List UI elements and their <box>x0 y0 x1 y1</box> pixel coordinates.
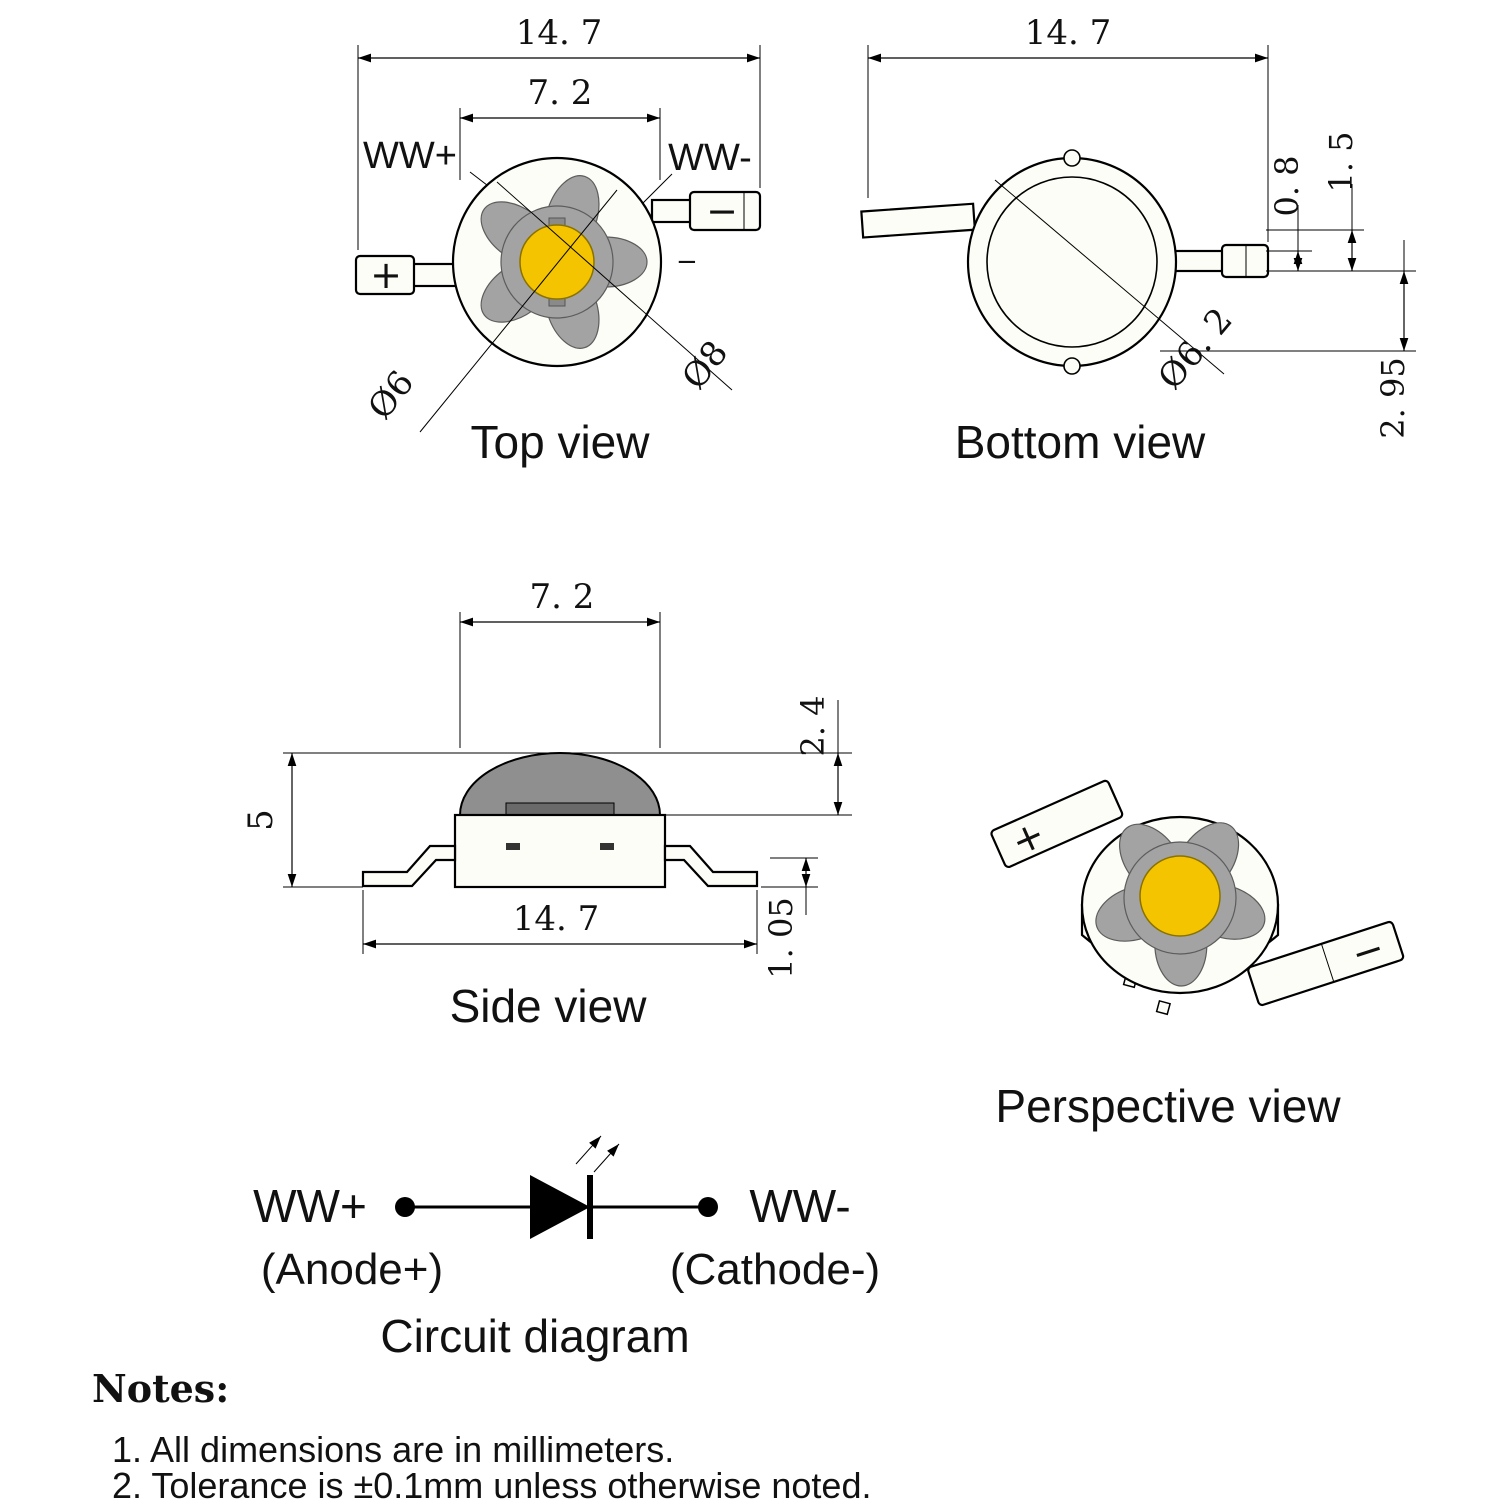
side-phosphor-strip <box>505 802 615 816</box>
perspective-cathode-lead: − <box>1247 920 1405 1007</box>
top-plus-mark: + <box>370 253 402 297</box>
top-cathode-label: WW- <box>668 137 752 179</box>
circuit-anode-terminal <box>395 1197 415 1217</box>
circuit-anode-label: WW+ <box>253 1180 367 1232</box>
top-cathode-lead: − <box>650 189 762 233</box>
circuit-cathode-sublabel: (Cathode-) <box>670 1245 880 1294</box>
bottom-lead-offset-dim: 1. 5 <box>1322 131 1360 192</box>
top-inner-width-dim: 7. 2 <box>528 73 593 113</box>
notes-heading: Notes: <box>92 1366 229 1411</box>
bottom-index-hole-top <box>1063 149 1081 167</box>
circuit-anode-sublabel: (Anode+) <box>261 1245 443 1294</box>
perspective-led-die <box>1139 855 1221 937</box>
perspective-view-title: Perspective view <box>995 1080 1341 1132</box>
circuit-cathode-label: WW- <box>749 1180 850 1232</box>
side-lead-standoff-dim: 1. 05 <box>762 897 800 978</box>
top-overall-width-dim: 14. 7 <box>516 13 603 53</box>
side-dome-width-dim: 7. 2 <box>530 577 595 617</box>
side-dome-height-dim: 2. 4 <box>794 695 832 756</box>
circuit-light-arrow-1 <box>575 1135 602 1165</box>
side-lead-right <box>663 844 759 888</box>
side-lead-left <box>361 844 457 888</box>
side-view-title: Side view <box>450 980 648 1032</box>
bottom-thermal-slug <box>986 176 1158 348</box>
bottom-index-hole-bottom <box>1063 357 1081 375</box>
top-view: 14. 7 7. 2 WW+ WW- + − <box>354 13 762 468</box>
circuit-diode-triangle <box>530 1175 590 1239</box>
bottom-anode-lead <box>860 202 977 239</box>
top-anode-label: WW+ <box>363 135 457 177</box>
perspective-vent-2 <box>1155 999 1172 1016</box>
bottom-view: 14. 7 Ø6. 2 0. 8 1. 5 2. 95 Bottom vi <box>860 13 1416 468</box>
bottom-view-title: Bottom view <box>955 416 1206 468</box>
circuit-diagram: WW+ WW- (Anode+) (Cathode-) Circuit diag… <box>253 1135 880 1362</box>
circuit-cathode-terminal <box>698 1197 718 1217</box>
bottom-lead-thickness-dim: 0. 8 <box>1268 155 1306 216</box>
side-height-dim: 5 <box>241 809 281 831</box>
side-body <box>453 813 667 889</box>
top-minus-mark: − <box>706 189 738 233</box>
circuit-light-arrow-2 <box>593 1143 620 1173</box>
note-item-2: 2. Tolerance is ±0.1mm unless otherwise … <box>112 1465 871 1500</box>
top-view-title: Top view <box>471 416 651 468</box>
side-view: 7. 2 5 14. 7 2. 4 1. 05 Side view <box>241 577 852 1032</box>
perspective-anode-lead: + <box>990 779 1124 869</box>
top-polarity-mark: − <box>676 247 698 277</box>
top-anode-lead: + <box>354 253 460 297</box>
perspective-view: + − Perspective view <box>990 779 1405 1132</box>
bottom-lead-height-dim: 2. 95 <box>1374 357 1412 438</box>
bottom-overall-width-dim: 14. 7 <box>1025 13 1112 53</box>
notes-section: Notes: 1. All dimensions are in millimet… <box>92 1366 871 1500</box>
note-item-1: 1. All dimensions are in millimeters. <box>112 1429 674 1470</box>
side-lead-section-right <box>600 843 614 850</box>
circuit-diagram-title: Circuit diagram <box>380 1310 689 1362</box>
bottom-cathode-lead <box>1170 243 1270 279</box>
side-width-dim: 14. 7 <box>513 899 600 939</box>
side-lead-section-left <box>506 843 520 850</box>
top-led-die <box>519 224 595 300</box>
